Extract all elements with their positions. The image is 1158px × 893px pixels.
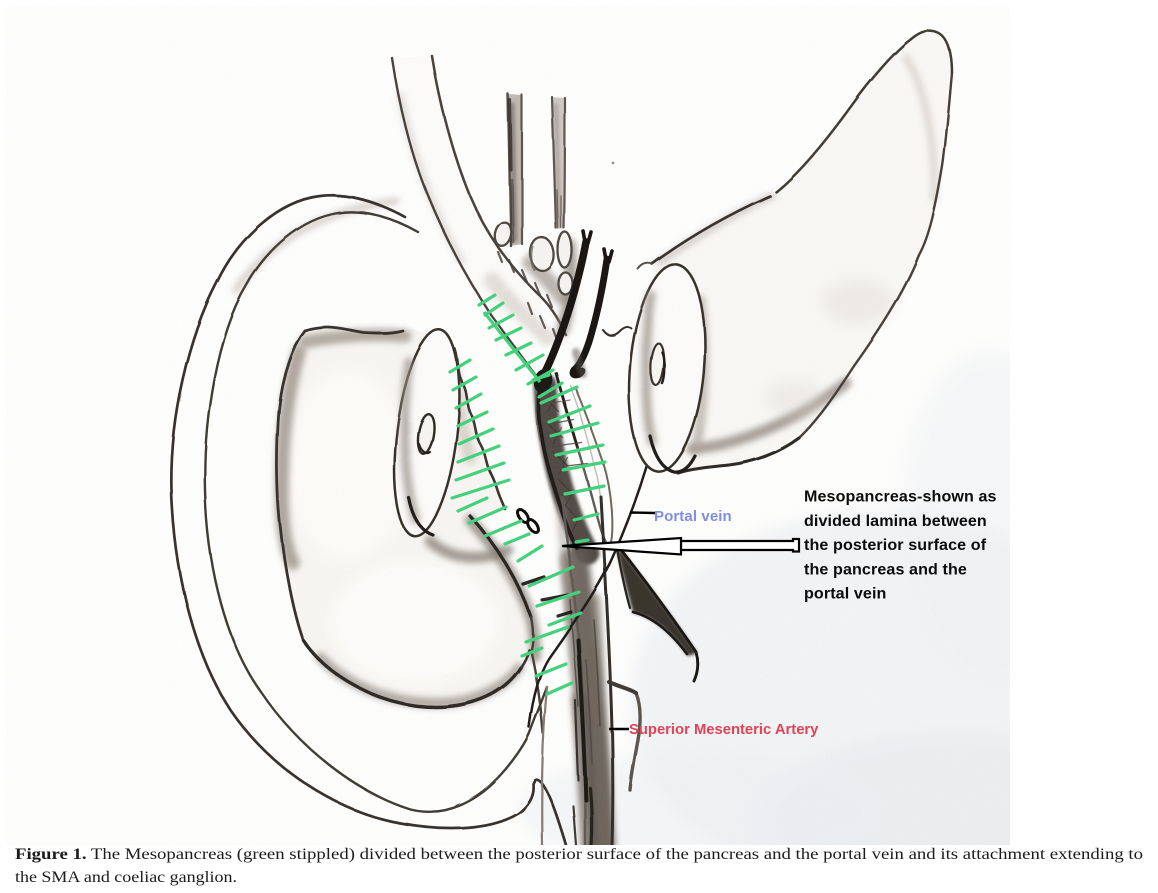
svg-text:Portal vein: Portal vein (654, 508, 732, 525)
svg-text:portal vein: portal vein (804, 585, 886, 603)
svg-text:Superior Mesenteric Artery: Superior Mesenteric Artery (629, 722, 819, 738)
svg-text:Mesopancreas-shown as: Mesopancreas-shown as (804, 488, 997, 506)
svg-text:the SMA and coeliac ganglion.: the SMA and coeliac ganglion. (15, 868, 237, 886)
svg-text:the posterior surface of: the posterior surface of (804, 536, 987, 554)
svg-text:divided lamina between: divided lamina between (804, 512, 987, 530)
svg-text:Figure 1. The Mesopancreas (gr: Figure 1. The Mesopancreas (green stippl… (15, 845, 1143, 863)
svg-text:the pancreas and the: the pancreas and the (804, 560, 967, 578)
